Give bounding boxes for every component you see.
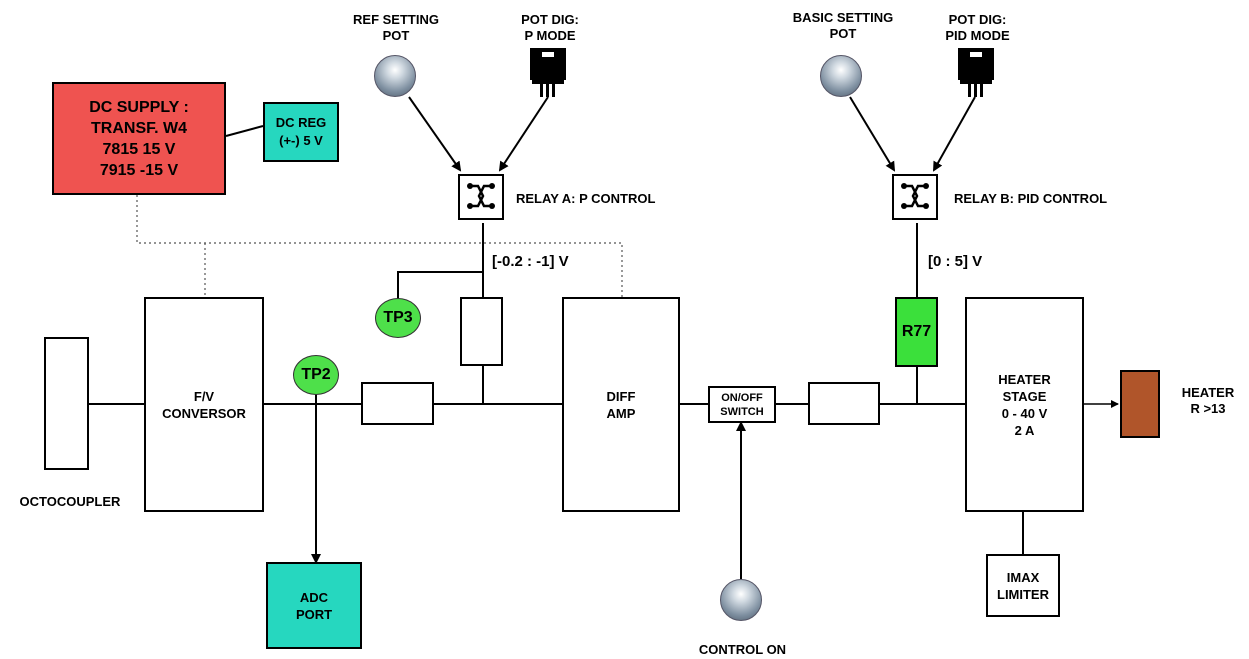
pot-dig-p-mode-label: POT DIG: P MODE: [521, 12, 579, 43]
power-dotted-lines: [136, 195, 623, 297]
signal-wires: [89, 125, 1024, 554]
relay-a-label: RELAY A: P CONTROL: [516, 191, 656, 206]
imax-limiter-box: IMAX LIMITER: [986, 554, 1060, 617]
resistor-input: [361, 382, 434, 425]
basic-setting-pot-label: BASIC SETTING POT: [792, 10, 894, 41]
on-off-switch[interactable]: ON/OFF SWITCH: [708, 386, 776, 423]
heater-label: HEATER R >13: [1181, 385, 1235, 416]
dc-supply-box: DC SUPPLY : TRANSF. W4 7815 15 V 7915 -1…: [52, 82, 226, 195]
relay-switch-icon: [467, 183, 495, 209]
test-point-tp3[interactable]: TP3: [375, 298, 421, 338]
voltage-range-a: [-0.2 : -1] V: [492, 253, 569, 270]
transistor-pid-mode-icon: [958, 48, 994, 97]
adc-port-box: ADC PORT: [266, 562, 362, 649]
pot-dig-pid-mode-label: POT DIG: PID MODE: [945, 12, 1010, 43]
relay-a-icon[interactable]: [458, 174, 504, 220]
heater-element: [1120, 370, 1160, 438]
octocoupler-box: [44, 337, 89, 470]
diff-amp-box: DIFF AMP: [562, 297, 680, 512]
voltage-range-b: [0 : 5] V: [928, 253, 983, 270]
resistor-feedback: [460, 297, 503, 366]
ref-setting-pot-icon[interactable]: [374, 55, 416, 97]
resistor-r77: R77: [895, 297, 938, 367]
relay-b-label: RELAY B: PID CONTROL: [954, 191, 1108, 206]
octocoupler-label: OCTOCOUPLER: [19, 494, 121, 509]
control-on-label: CONTROL ON: [698, 642, 787, 657]
fv-conversor-box: F/V CONVERSOR: [144, 297, 264, 512]
relay-switch-icon: [901, 183, 929, 209]
control-on-button-icon[interactable]: [720, 579, 762, 621]
dc-reg-box: DC REG (+-) 5 V: [263, 102, 339, 162]
relay-b-icon[interactable]: [892, 174, 938, 220]
arrows: [311, 96, 1119, 579]
test-point-tp2[interactable]: TP2: [293, 355, 339, 395]
basic-setting-pot-icon[interactable]: [820, 55, 862, 97]
transistor-p-mode-icon: [530, 48, 566, 97]
ref-setting-pot-label: REF SETTING POT: [353, 12, 439, 43]
heater-stage-box: HEATER STAGE 0 - 40 V 2 A: [965, 297, 1084, 512]
resistor-heater-input: [808, 382, 880, 425]
